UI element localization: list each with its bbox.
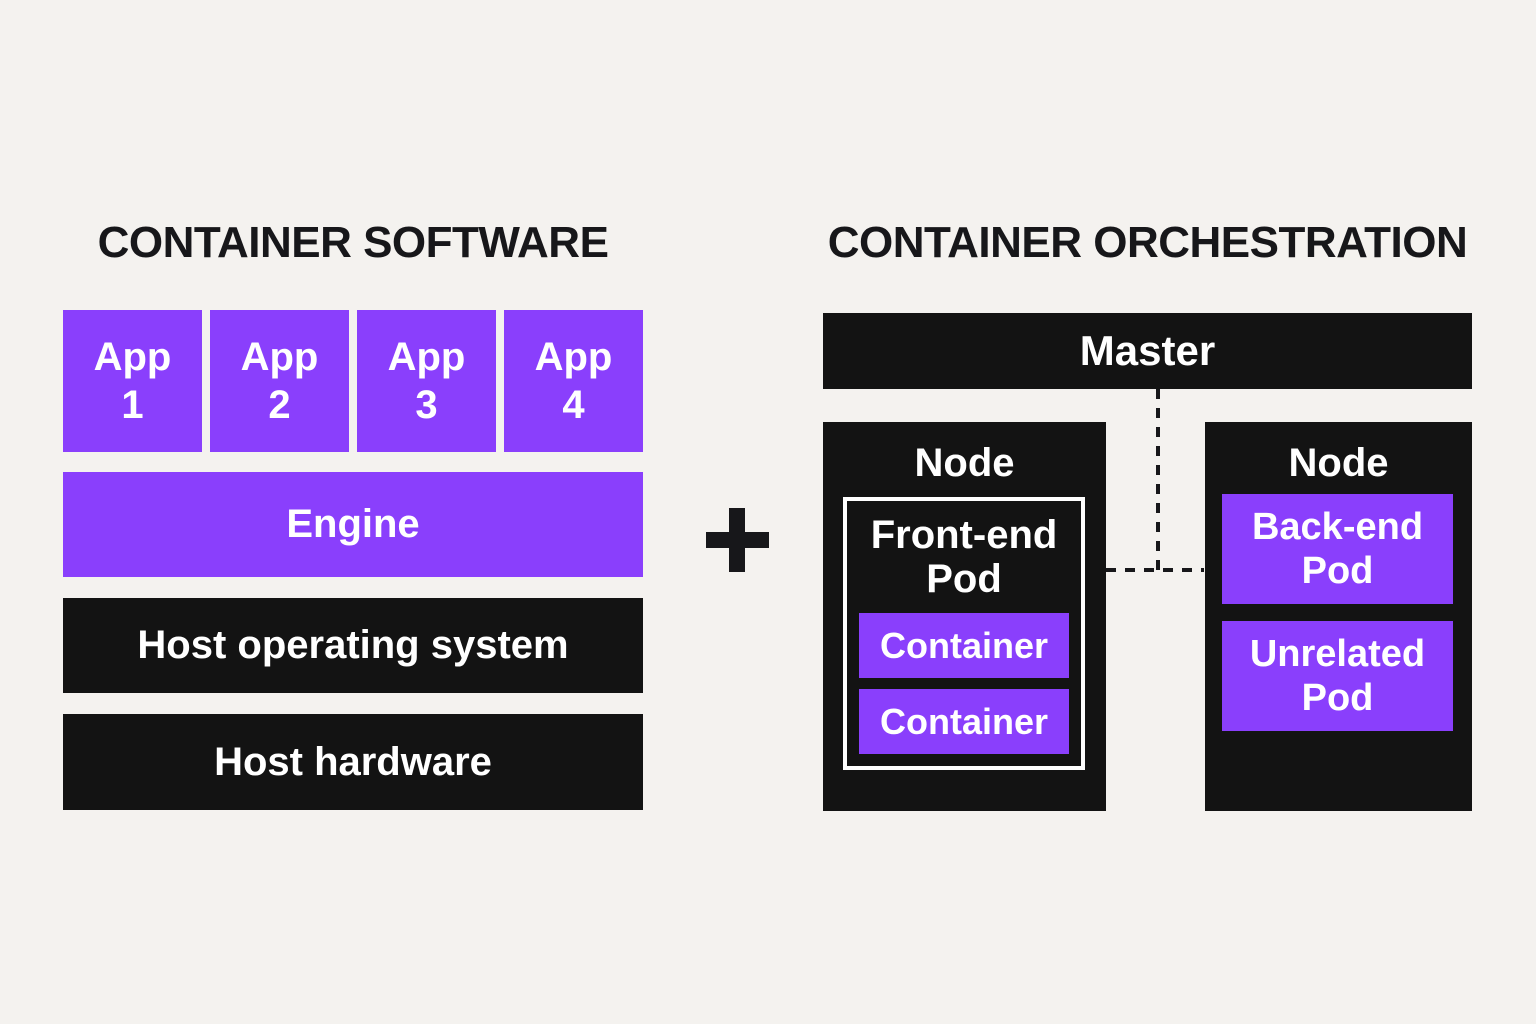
front-end-pod-box: Front-end Pod Container Container — [843, 497, 1085, 770]
left-panel-title: CONTAINER SOFTWARE — [97, 218, 609, 267]
app-1-label-line1: App — [93, 335, 172, 379]
back-end-pod-label-line1: Back-end — [1251, 506, 1424, 548]
plus-icon-vertical-bar — [729, 508, 745, 572]
node-right-label: Node — [1288, 441, 1389, 485]
app-2-label-line1: App — [240, 335, 319, 379]
back-end-pod-box: Back-end Pod — [1222, 494, 1453, 604]
node-left-box: Node Front-end Pod Container Container — [823, 422, 1106, 811]
app-1-label-line2: 1 — [121, 383, 144, 427]
app-4-box: App 4 — [504, 310, 643, 452]
app-3-label-line1: App — [387, 335, 466, 379]
container-2-box: Container — [859, 689, 1069, 754]
unrelated-pod-label-line1: Unrelated — [1249, 633, 1426, 675]
host-hardware-box: Host hardware — [63, 714, 643, 810]
plus-icon — [700, 502, 775, 578]
node-left-label: Node — [914, 441, 1015, 485]
master-box: Master — [823, 313, 1472, 389]
front-end-pod-label: Front-end Pod — [847, 513, 1081, 601]
app-3-box: App 3 — [357, 310, 496, 452]
master-to-nodes-dashed-connector-vertical — [1156, 389, 1160, 570]
container-1-box: Container — [859, 613, 1069, 678]
right-panel-title: CONTAINER ORCHESTRATION — [827, 218, 1468, 267]
app-2-box: App 2 — [210, 310, 349, 452]
app-4-label-line1: App — [534, 335, 613, 379]
unrelated-pod-label-line2: Pod — [1301, 677, 1374, 719]
app-1-box: App 1 — [63, 310, 202, 452]
front-end-pod-label-line1: Front-end — [870, 513, 1058, 557]
app-2-label-line2: 2 — [268, 383, 291, 427]
app-4-label-line2: 4 — [562, 383, 585, 427]
node-right-box: Node Back-end Pod Unrelated Pod — [1205, 422, 1472, 811]
host-operating-system-box: Host operating system — [63, 598, 643, 693]
nodes-dashed-connector-horizontal — [1106, 568, 1204, 572]
engine-box: Engine — [63, 472, 643, 577]
unrelated-pod-box: Unrelated Pod — [1222, 621, 1453, 731]
front-end-pod-label-line2: Pod — [926, 557, 1002, 601]
app-3-label-line2: 3 — [415, 383, 438, 427]
back-end-pod-label-line2: Pod — [1301, 550, 1374, 592]
